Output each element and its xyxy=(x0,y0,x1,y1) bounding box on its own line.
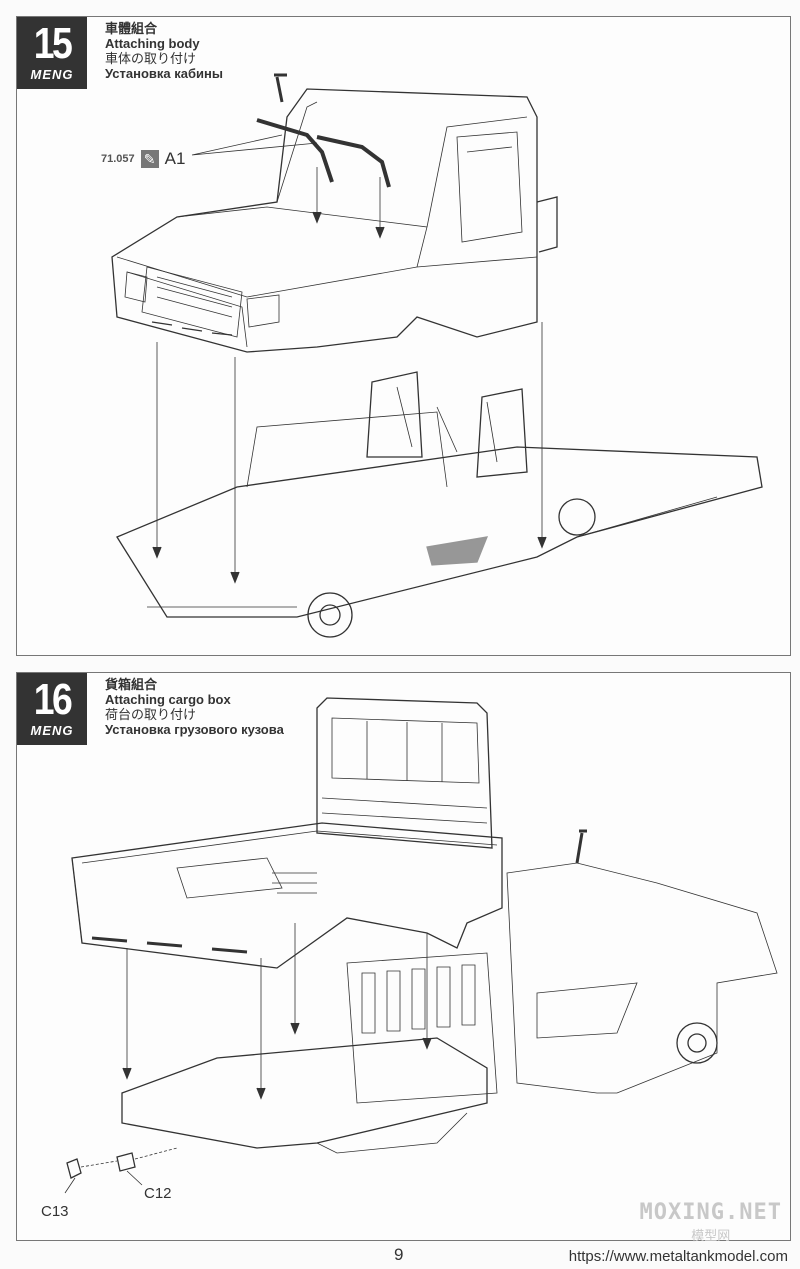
watermark-en: MOXING.NET xyxy=(639,1200,782,1225)
title-en: Attaching cargo box xyxy=(105,692,231,707)
brand-logo: MENG xyxy=(30,723,74,738)
paint-code: 71.057 xyxy=(101,153,135,165)
part-label-c13: C13 xyxy=(41,1203,69,1220)
title-zh: 車體組合 xyxy=(105,21,158,36)
step-title: 貨箱組合 Attaching cargo box 荷台の取り付け Установ… xyxy=(105,677,284,737)
title-en: Attaching body xyxy=(105,36,200,51)
step-title: 車體組合 Attaching body 車体の取り付け Установка ка… xyxy=(105,21,223,81)
title-ja: 車体の取り付け xyxy=(105,51,197,66)
brand-logo: MENG xyxy=(30,67,74,82)
brush-icon: ✎ xyxy=(140,150,159,168)
title-ja: 荷台の取り付け xyxy=(105,707,197,722)
title-ru: Установка грузового кузова xyxy=(105,722,284,737)
part-label-a1: A1 xyxy=(164,149,186,168)
part-label-c12: C12 xyxy=(144,1185,172,1202)
paint-callout: 71.057 ✎ A1 xyxy=(101,149,185,169)
step-number: 15 xyxy=(33,19,73,68)
watermark: MOXING.NET 模型网 xyxy=(640,1200,782,1244)
watermark-zh: 模型网 xyxy=(691,1228,731,1243)
step-15-panel: 15 MENG 車體組合 Attaching body 車体の取り付け Уста… xyxy=(16,16,791,656)
step-number-badge: 16 MENG xyxy=(17,673,87,745)
title-zh: 貨箱組合 xyxy=(105,677,158,692)
step-16-panel: 16 MENG 貨箱組合 Attaching cargo box 荷台の取り付け… xyxy=(16,672,791,1241)
footer-url[interactable]: https://www.metaltankmodel.com xyxy=(568,1248,788,1265)
step-number-badge: 15 MENG xyxy=(17,17,87,89)
page-number: 9 xyxy=(394,1245,404,1264)
cargo-box-assembly-illustration xyxy=(64,697,778,1194)
cab-assembly-illustration xyxy=(111,73,763,638)
title-ru: Установка кабины xyxy=(105,66,223,81)
step-number: 16 xyxy=(33,675,73,724)
